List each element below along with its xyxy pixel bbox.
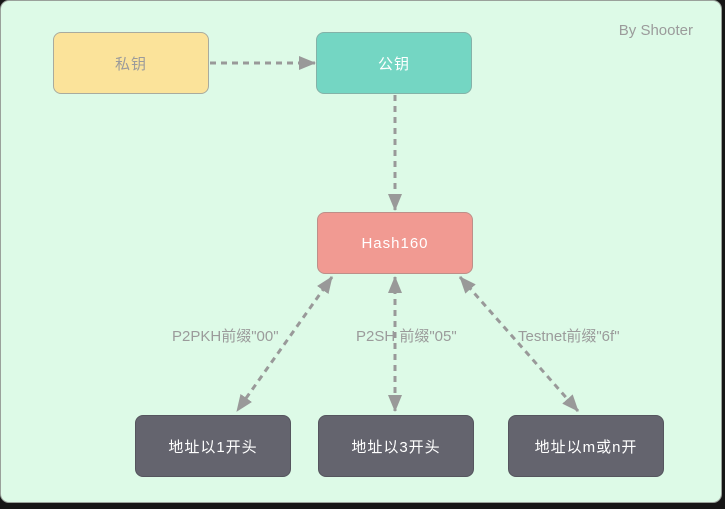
node-address-3: 地址以3开头 xyxy=(318,415,474,477)
node-address-3-label: 地址以3开头 xyxy=(351,438,441,456)
node-public-key: 公钥 xyxy=(316,32,472,94)
node-address-mn-label: 地址以m或n开 xyxy=(534,438,638,456)
node-private-key: 私钥 xyxy=(53,32,209,94)
node-address-1: 地址以1开头 xyxy=(135,415,291,477)
node-hash160-label: Hash160 xyxy=(361,234,429,252)
node-private-key-label: 私钥 xyxy=(114,55,147,73)
edge-label-testnet: Testnet前缀"6f" xyxy=(518,328,620,345)
edge-label-p2sh: P2SH 前缀"05" xyxy=(356,328,457,345)
node-hash160: Hash160 xyxy=(317,212,473,274)
node-address-mn: 地址以m或n开 xyxy=(508,415,664,477)
credit-text: By Shooter xyxy=(618,22,693,39)
node-public-key-label: 公钥 xyxy=(377,55,410,73)
edge-label-p2pkh: P2PKH前缀"00" xyxy=(172,328,279,345)
node-address-1-label: 地址以1开头 xyxy=(168,438,258,456)
